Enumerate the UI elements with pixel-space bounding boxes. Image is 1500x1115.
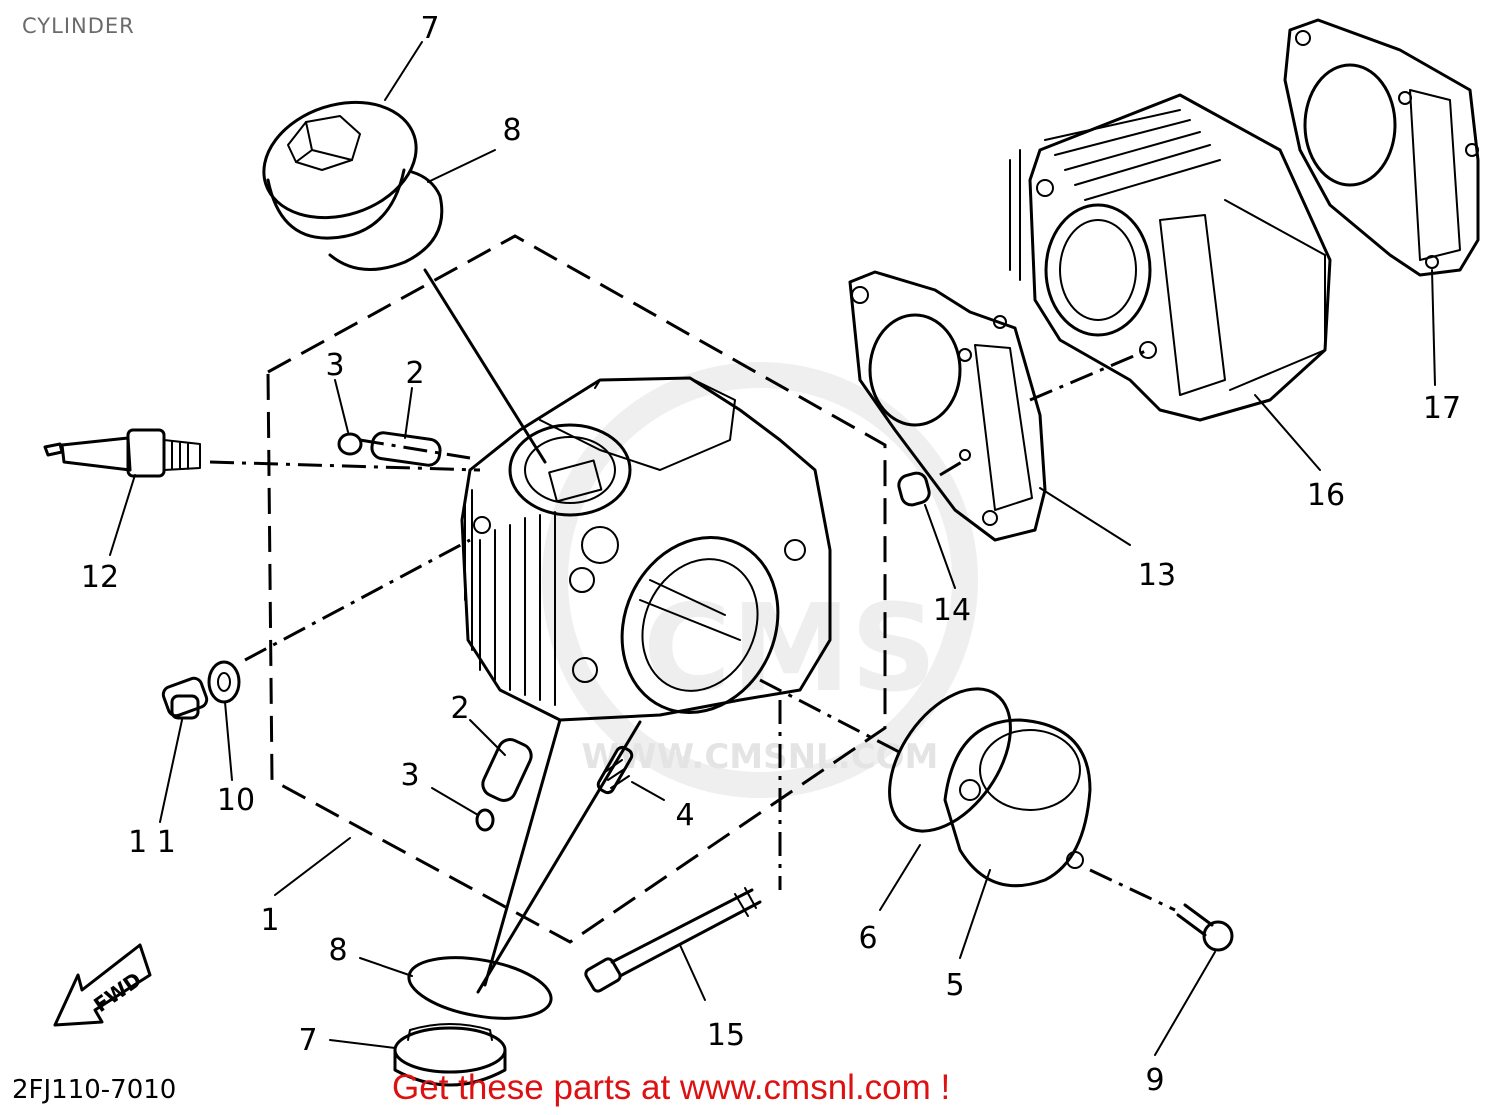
dowel-pin-bottom	[475, 738, 533, 832]
watermark: CMS WWW.CMSNL.COM	[542, 362, 978, 798]
label-6: 6	[858, 921, 877, 956]
base-gasket	[1283, 18, 1480, 277]
label-10: 10	[217, 783, 255, 818]
spark-plug	[43, 428, 201, 478]
part-labels: 7 1 2 2 3 3 4 5 6 7 8 8 9 10 1 1 12 13 1…	[81, 11, 1461, 1098]
leader-lines	[109, 41, 1436, 1056]
head-gasket	[848, 270, 1047, 542]
label-1: 1	[260, 903, 279, 938]
label-16: 16	[1307, 478, 1345, 513]
o-ring-top	[328, 170, 444, 272]
oil-filler-cap-bottom	[393, 1023, 507, 1087]
label-2b: 2	[450, 691, 469, 726]
dowel-pin-top	[337, 431, 442, 467]
side-cover	[943, 718, 1092, 888]
label-15: 15	[707, 1018, 745, 1053]
label-2a: 2	[405, 356, 424, 391]
drawing-code: 2FJ110-7010	[12, 1075, 176, 1105]
promo-link[interactable]: Get these parts at www.cmsnl.com !	[392, 1068, 951, 1107]
label-3a: 3	[325, 348, 344, 383]
label-5: 5	[945, 968, 964, 1003]
label-9: 9	[1145, 1063, 1164, 1098]
watermark-logo: CMS	[643, 580, 937, 719]
dowel-cylinder	[897, 471, 931, 507]
long-bolt	[584, 887, 762, 993]
label-7a: 7	[420, 11, 439, 46]
o-ring-cover	[888, 687, 1012, 833]
label-11: 1 1	[128, 825, 176, 860]
label-8b: 8	[328, 933, 347, 968]
assembly-lines	[209, 348, 1176, 912]
cylinder-block	[1009, 93, 1332, 422]
label-8a: 8	[502, 113, 521, 148]
cover-bolt	[1176, 903, 1234, 952]
watermark-url: WWW.CMSNL.COM	[582, 737, 939, 777]
cylinder-head	[460, 376, 832, 722]
label-4: 4	[675, 798, 694, 833]
label-13: 13	[1138, 558, 1176, 593]
oil-filler-cap-top	[262, 100, 418, 240]
plug-bolt	[161, 676, 209, 720]
page-title: CYLINDER	[22, 14, 135, 38]
label-7b: 7	[298, 1023, 317, 1058]
fwd-arrow: FWD	[53, 943, 152, 1027]
fwd-label: FWD	[89, 967, 146, 1017]
label-17: 17	[1423, 391, 1461, 426]
label-3b: 3	[400, 758, 419, 793]
label-14: 14	[933, 593, 971, 628]
washer	[207, 660, 241, 704]
label-12: 12	[81, 560, 119, 595]
assembly-outline	[266, 234, 887, 944]
